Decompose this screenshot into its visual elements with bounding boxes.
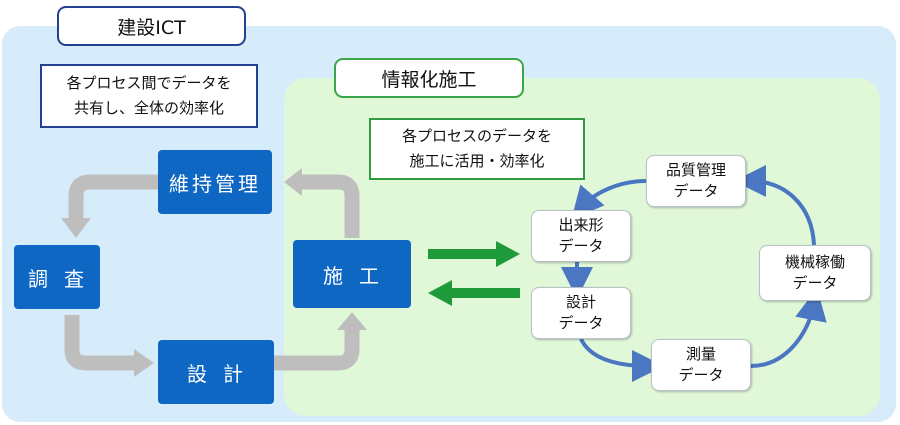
gray-arrow-design-to-construction (274, 312, 367, 371)
intelligent-construction-title-text: 情報化施工 (381, 68, 477, 91)
data-node-quality-line-2: データ (673, 182, 719, 200)
construction-note-line-1: 各プロセスのデータを (401, 127, 552, 145)
process-maintenance-label: 維持管理 (169, 171, 261, 196)
data-node-survey-line-1: 測量 (685, 345, 716, 363)
data-node-design-line-1: 設計 (565, 293, 596, 311)
data-node-machine: 機械稼働 データ (759, 245, 871, 301)
data-node-survey: 測量 データ (651, 339, 751, 391)
data-node-output-line-2: データ (558, 237, 604, 255)
data-node-design: 設計 データ (531, 287, 631, 339)
data-node-design-line-2: データ (558, 314, 604, 332)
process-survey-label: 調査 (28, 266, 100, 291)
process-design: 設計 (158, 340, 274, 404)
ict-note-line-2: 共有し、全体の効率化 (73, 99, 224, 117)
process-design-label: 設計 (187, 361, 259, 386)
data-node-machine-line-1: 機械稼働 (784, 253, 845, 271)
process-maintenance: 維持管理 (158, 150, 272, 214)
gray-arrow-construction-to-maintenance (284, 168, 360, 238)
blue-arrow-survey-to-machine (750, 288, 827, 368)
blue-arrow-design-to-survey (579, 338, 664, 382)
intelligent-construction-title: 情報化施工 (334, 58, 524, 98)
blue-arrow-machine-to-quality (734, 165, 816, 246)
data-node-output-line-1: 出来形 (558, 216, 604, 234)
data-node-survey-line-2: データ (678, 366, 724, 384)
process-construction: 施工 (293, 240, 411, 308)
data-node-quality-line-1: 品質管理 (665, 161, 726, 179)
construction-note-line-2: 施工に活用・効率化 (409, 152, 545, 170)
green-arrow-to-construction (428, 280, 520, 306)
construction-ict-title: 建設ICT (57, 6, 246, 46)
ict-note-line-1: 各プロセス間でデータを (66, 74, 232, 92)
construction-ict-title-text: 建設ICT (117, 16, 186, 39)
ict-description-note: 各プロセス間でデータを 共有し、全体の効率化 (40, 64, 258, 128)
gray-arrow-survey-to-design (64, 315, 154, 377)
data-node-output: 出来形 データ (531, 210, 631, 262)
data-node-machine-line-2: データ (792, 274, 838, 292)
gray-arrow-maintenance-to-survey (61, 174, 158, 238)
blue-arrow-quality-to-output (571, 179, 647, 220)
data-node-quality: 品質管理 データ (646, 155, 746, 207)
process-survey: 調査 (14, 245, 100, 309)
green-arrow-to-data (428, 241, 520, 267)
construction-description-note: 各プロセスのデータを 施工に活用・効率化 (369, 118, 585, 180)
process-construction-label: 施工 (323, 263, 395, 288)
